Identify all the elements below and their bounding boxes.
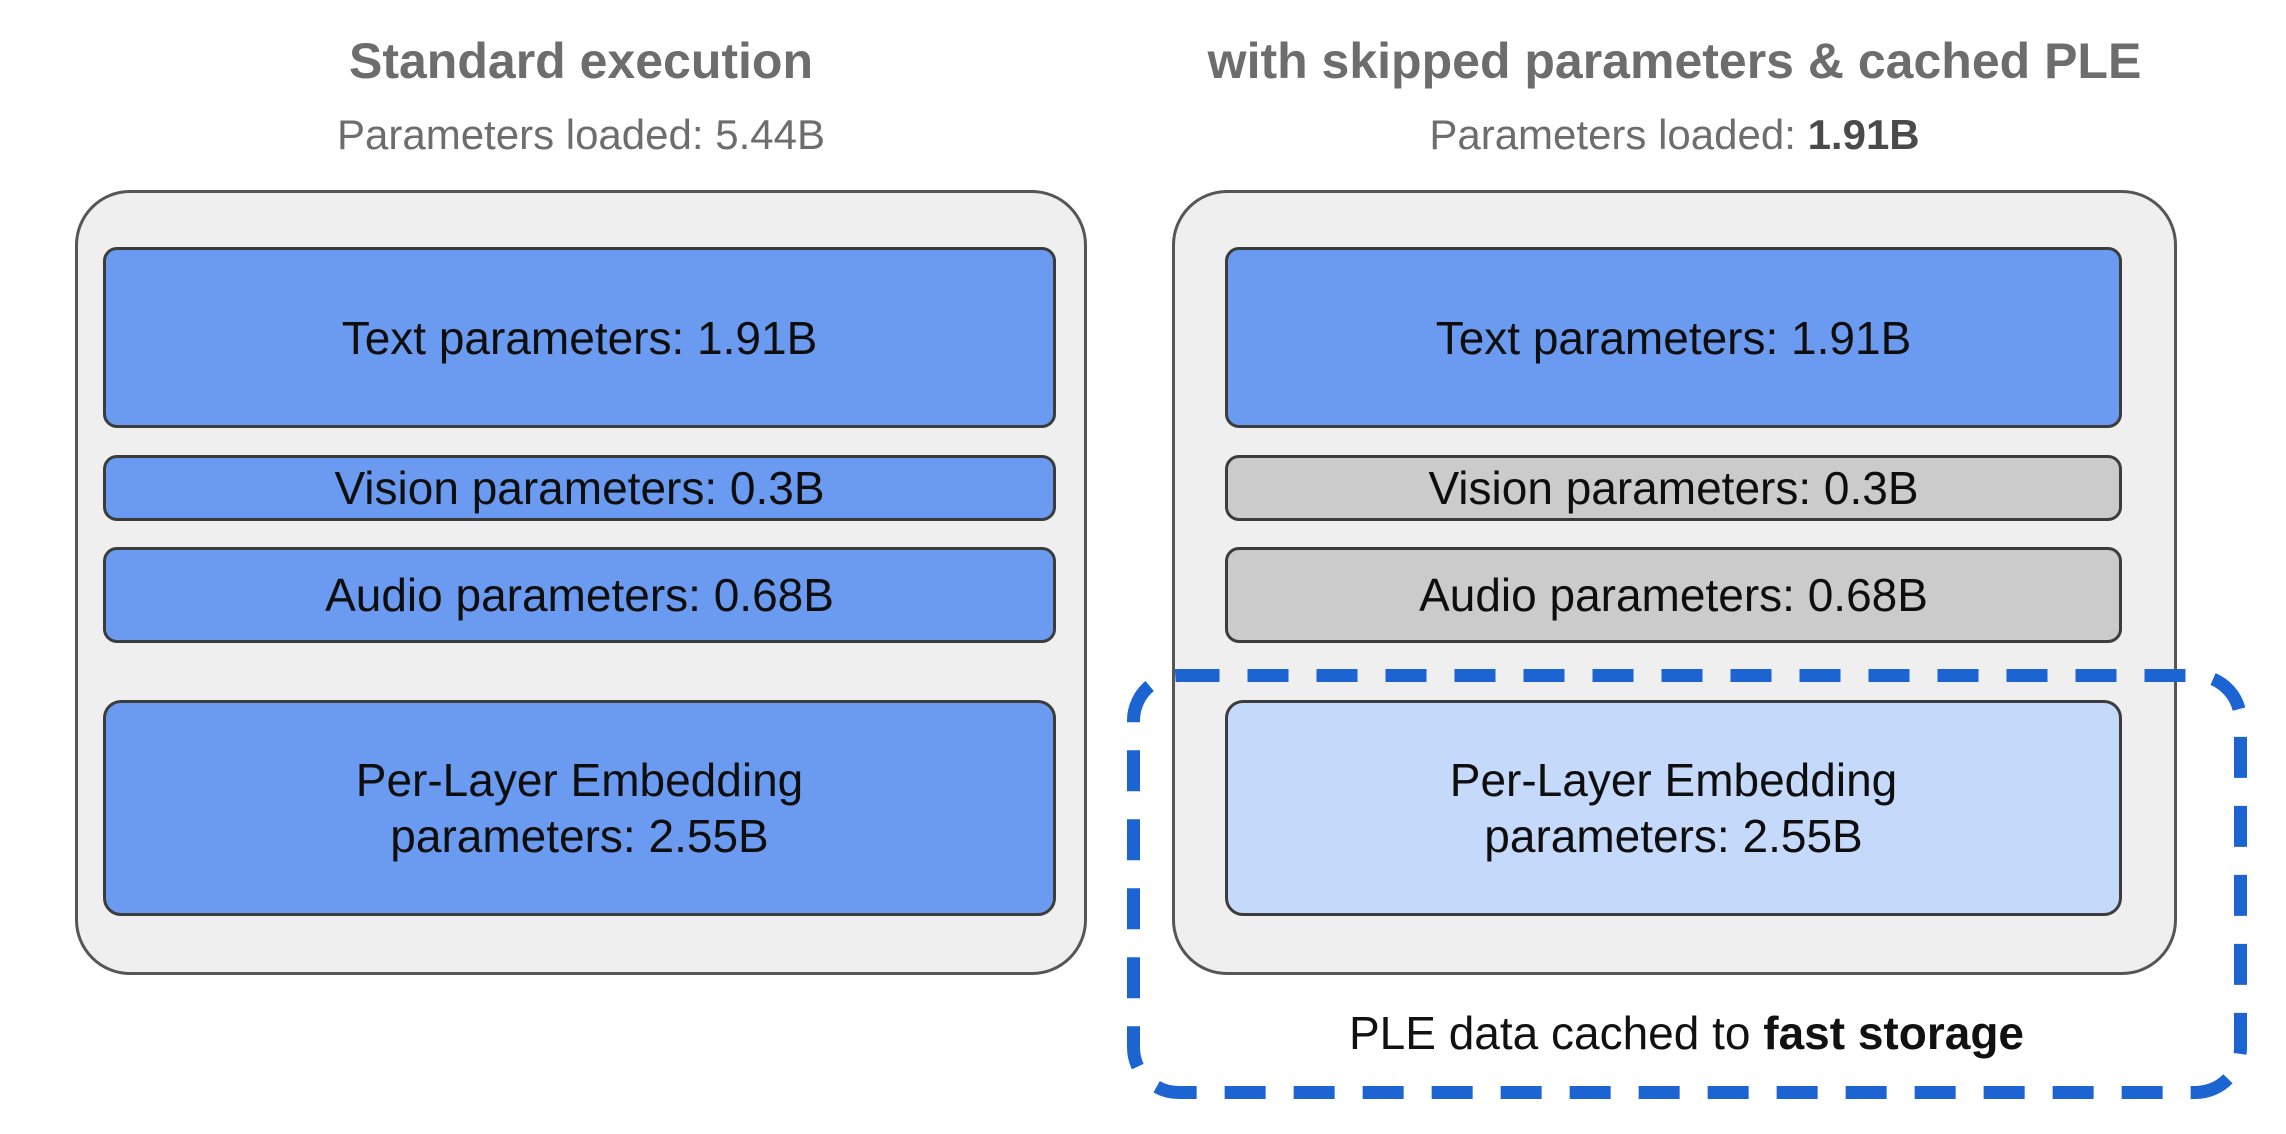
right-audio-parameters-label: Audio parameters: 0.68B — [1419, 569, 1928, 621]
left-audio-parameters-label: Audio parameters: 0.68B — [325, 569, 834, 621]
left-vision-parameters-label: Vision parameters: 0.3B — [334, 462, 825, 514]
left-vision-parameters-box: Vision parameters: 0.3B — [103, 455, 1056, 521]
left-panel-title: Standard execution — [349, 33, 813, 89]
left-subtitle-prefix: Parameters loaded: — [337, 111, 716, 158]
right-text-parameters-box: Text parameters: 1.91B — [1225, 247, 2122, 428]
left-subtitle-value: 5.44B — [715, 111, 825, 158]
right-panel-title: with skipped parameters & cached PLE — [1207, 33, 2142, 89]
left-model-container: Text parameters: 1.91B Vision parameters… — [75, 190, 1087, 975]
left-ple-parameters-box: Per-Layer Embedding parameters: 2.55B — [103, 700, 1056, 916]
right-subtitle-value: 1.91B — [1807, 111, 1920, 158]
ple-cache-caption: PLE data cached to fast storage — [1133, 1006, 2240, 1060]
left-audio-parameters-box: Audio parameters: 0.68B — [103, 547, 1056, 643]
right-text-parameters-label: Text parameters: 1.91B — [1435, 311, 1912, 364]
right-ple-parameters-line2: parameters: 2.55B — [1484, 810, 1863, 862]
right-model-container: Text parameters: 1.91B Vision parameters… — [1172, 190, 2177, 975]
left-text-parameters-label: Text parameters: 1.91B — [341, 311, 818, 364]
right-vision-parameters-label: Vision parameters: 0.3B — [1428, 462, 1919, 514]
left-ple-parameters-line2: parameters: 2.55B — [390, 810, 769, 862]
left-ple-parameters-line1: Per-Layer Embedding — [355, 754, 804, 806]
right-ple-parameters-line1: Per-Layer Embedding — [1449, 754, 1898, 806]
right-subtitle-prefix: Parameters loaded: — [1429, 111, 1808, 158]
right-panel-subtitle: Parameters loaded: 1.91B — [1091, 110, 2258, 160]
ple-cache-caption-prefix: PLE data cached to — [1348, 1007, 1764, 1059]
left-panel-subtitle: Parameters loaded: 5.44B — [0, 110, 1162, 160]
left-text-parameters-box: Text parameters: 1.91B — [103, 247, 1056, 428]
right-ple-parameters-box: Per-Layer Embedding parameters: 2.55B — [1225, 700, 2122, 916]
right-vision-parameters-box: Vision parameters: 0.3B — [1225, 455, 2122, 521]
ple-cache-caption-bold: fast storage — [1763, 1007, 2025, 1059]
right-audio-parameters-box: Audio parameters: 0.68B — [1225, 547, 2122, 643]
